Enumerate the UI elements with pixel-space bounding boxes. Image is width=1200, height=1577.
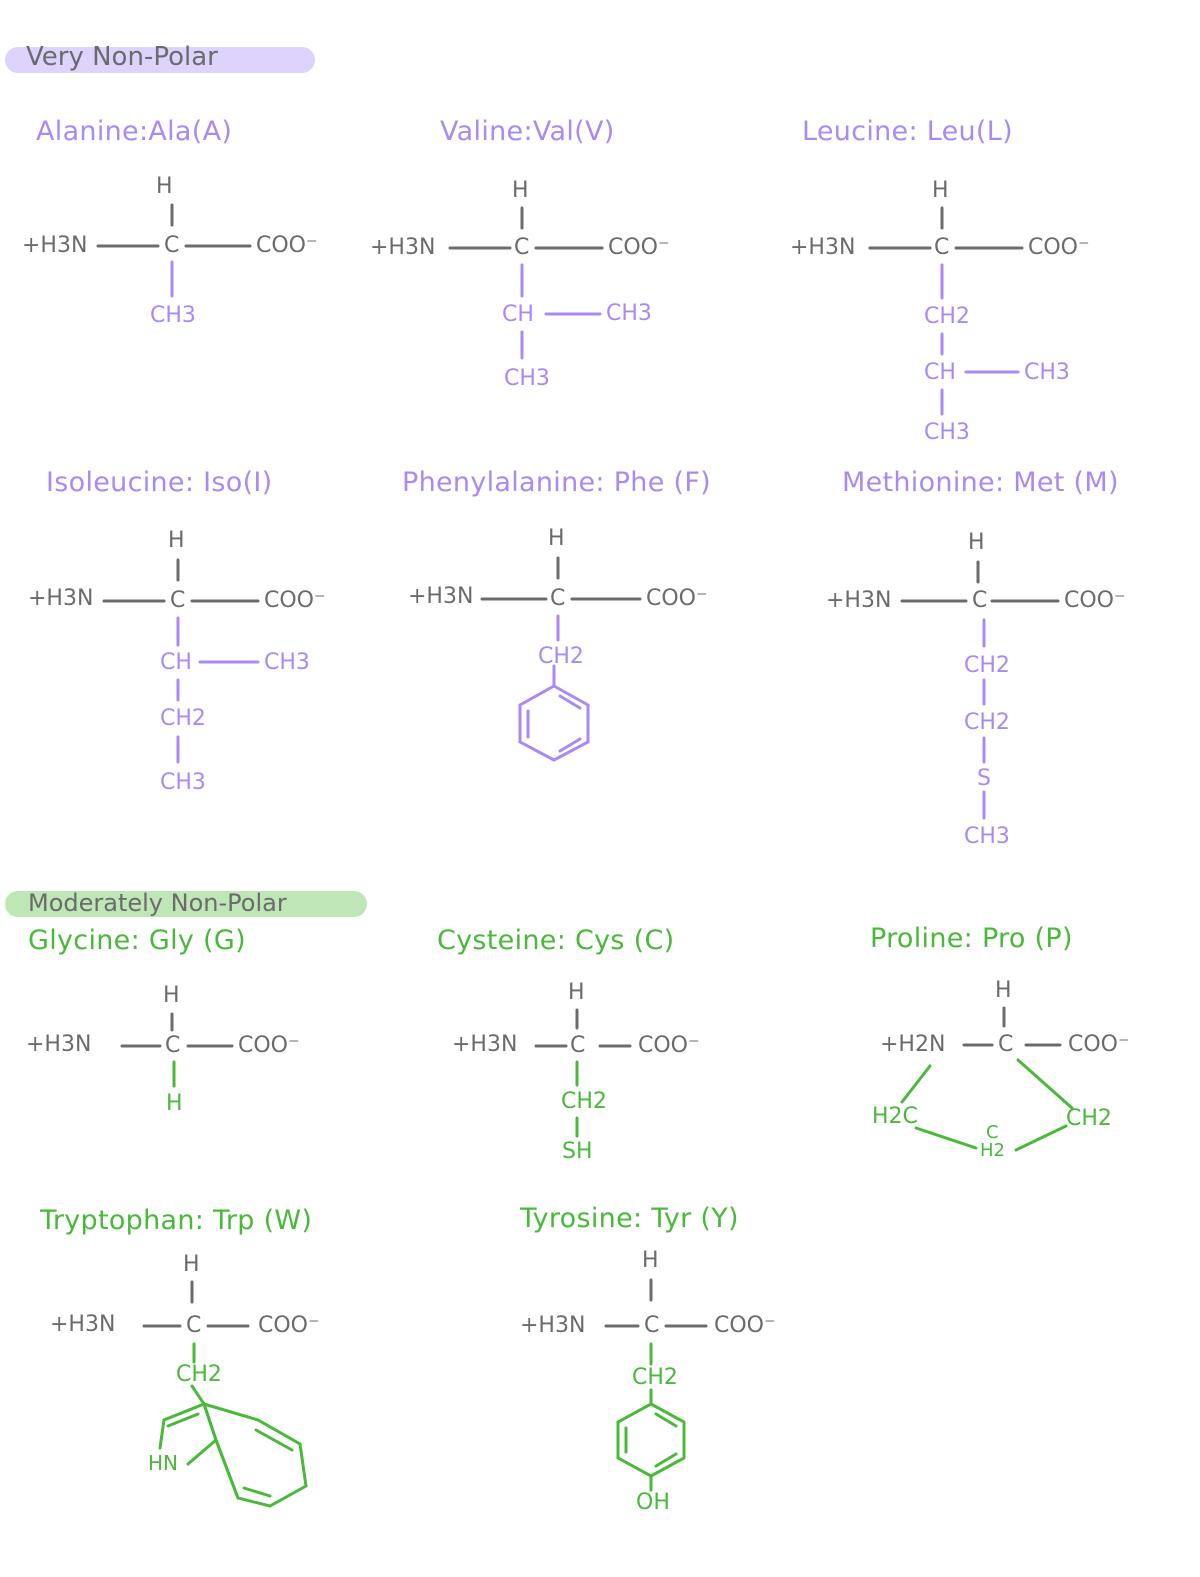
tyrosine-amino-group: +H3N [520,1313,586,1338]
methionine-side-chain-ch3: CH3 [964,824,1010,849]
phenylalanine-alpha-carbon: C [550,586,566,611]
leucine-side-chain-ch2: CH2 [924,304,970,329]
valine-alpha-h: H [512,178,529,203]
alanine-alpha-h: H [156,174,173,199]
alanine-title: Alanine:Ala(A) [36,116,233,147]
cysteine-carboxylate: COO⁻ [638,1033,700,1058]
cysteine-alpha-h: H [568,980,585,1005]
methionine-amino-group: +H3N [826,588,892,613]
proline-ring-h2: H2 [980,1140,1005,1161]
phenylalanine-alpha-h: H [548,526,565,551]
isoleucine-side-chain-ch3-right: CH3 [264,650,310,675]
isoleucine-side-chain-ch: CH [160,650,192,675]
moderately-nonpolar-badge [5,891,367,917]
proline-alpha-carbon: C [998,1032,1014,1057]
tryptophan-alpha-carbon: C [186,1313,202,1338]
glycine-alpha-h: H [163,983,180,1008]
valine-title: Valine:Val(V) [440,116,615,147]
valine-alpha-carbon: C [514,235,530,260]
glycine-carboxylate: COO⁻ [238,1033,300,1058]
methionine-side-chain-s: S [977,766,991,791]
leucine-title: Leucine: Leu(L) [802,116,1013,147]
cysteine-side-chain-ch2: CH2 [561,1089,607,1114]
valine-carboxylate: COO⁻ [608,235,670,260]
tyrosine-title: Tyrosine: Tyr (Y) [520,1203,739,1234]
phenylalanine-title: Phenylalanine: Phe (F) [402,467,711,498]
isoleucine-carboxylate: COO⁻ [264,588,326,613]
alanine-alpha-carbon: C [164,233,180,258]
tryptophan-amino-group: +H3N [50,1312,116,1337]
isoleucine-alpha-h: H [168,528,185,553]
isoleucine-side-chain-ch2: CH2 [160,706,206,731]
cysteine-amino-group: +H3N [452,1032,518,1057]
tyrosine-alpha-carbon: C [644,1313,660,1338]
tryptophan-title: Tryptophan: Trp (W) [40,1205,313,1236]
alanine-carboxylate: COO⁻ [256,233,318,258]
methionine-side-chain-ch2-1: CH2 [964,653,1010,678]
isoleucine-title: Isoleucine: Iso(I) [46,467,273,498]
glycine-side-chain-h: H [166,1091,183,1116]
very-nonpolar-heading: Very Non-Polar [26,42,218,72]
phenylalanine-amino-group: +H3N [408,584,474,609]
methionine-title: Methionine: Met (M) [842,467,1119,498]
proline-amino-group: +H2N [880,1032,946,1057]
cysteine-title: Cysteine: Cys (C) [437,925,675,956]
methionine-alpha-h: H [968,530,985,555]
tyrosine-carboxylate: COO⁻ [714,1313,776,1338]
methionine-alpha-carbon: C [972,588,988,613]
methionine-carboxylate: COO⁻ [1064,588,1126,613]
tryptophan-side-chain-ch2: CH2 [176,1362,222,1387]
phenylalanine-carboxylate: COO⁻ [646,586,708,611]
tryptophan-indole-nh: HN [148,1451,178,1475]
proline-carboxylate: COO⁻ [1068,1032,1130,1057]
glycine-alpha-carbon: C [165,1033,181,1058]
alanine-side-chain-ch3: CH3 [150,303,196,328]
isoleucine-side-chain-ch3-bottom: CH3 [160,770,206,795]
tryptophan-alpha-h: H [183,1252,200,1277]
valine-side-chain-ch: CH [502,302,534,327]
leucine-side-chain-ch3-bottom: CH3 [924,420,970,445]
proline-title: Proline: Pro (P) [870,923,1073,954]
isoleucine-amino-group: +H3N [28,586,94,611]
proline-ring-h2c: H2C [872,1104,918,1129]
glycine-title: Glycine: Gly (G) [28,925,246,956]
cysteine-alpha-carbon: C [570,1033,586,1058]
leucine-alpha-carbon: C [934,235,950,260]
tyrosine-hydroxyl: OH [636,1490,670,1515]
proline-ring-c: C [986,1122,999,1143]
tyrosine-alpha-h: H [642,1248,659,1273]
isoleucine-alpha-carbon: C [170,588,186,613]
very-nonpolar-badge [5,47,315,73]
moderately-nonpolar-heading: Moderately Non-Polar [28,889,287,917]
valine-amino-group: +H3N [370,235,436,260]
valine-side-chain-ch3-right: CH3 [606,301,652,326]
proline-alpha-h: H [995,978,1012,1003]
phenylalanine-side-chain-ch2: CH2 [538,644,584,669]
glycine-amino-group: +H3N [26,1032,92,1057]
cysteine-side-chain-sh: SH [562,1139,593,1164]
leucine-side-chain-ch3-right: CH3 [1024,360,1070,385]
leucine-carboxylate: COO⁻ [1028,235,1090,260]
proline-ring-ch2: CH2 [1066,1106,1112,1131]
tryptophan-carboxylate: COO⁻ [258,1313,320,1338]
leucine-side-chain-ch: CH [924,360,956,385]
tyrosine-side-chain-ch2: CH2 [632,1365,678,1390]
alanine-amino-group: +H3N [22,233,88,258]
valine-side-chain-ch3-bottom: CH3 [504,366,550,391]
leucine-amino-group: +H3N [790,235,856,260]
leucine-alpha-h: H [932,178,949,203]
methionine-side-chain-ch2-2: CH2 [964,710,1010,735]
